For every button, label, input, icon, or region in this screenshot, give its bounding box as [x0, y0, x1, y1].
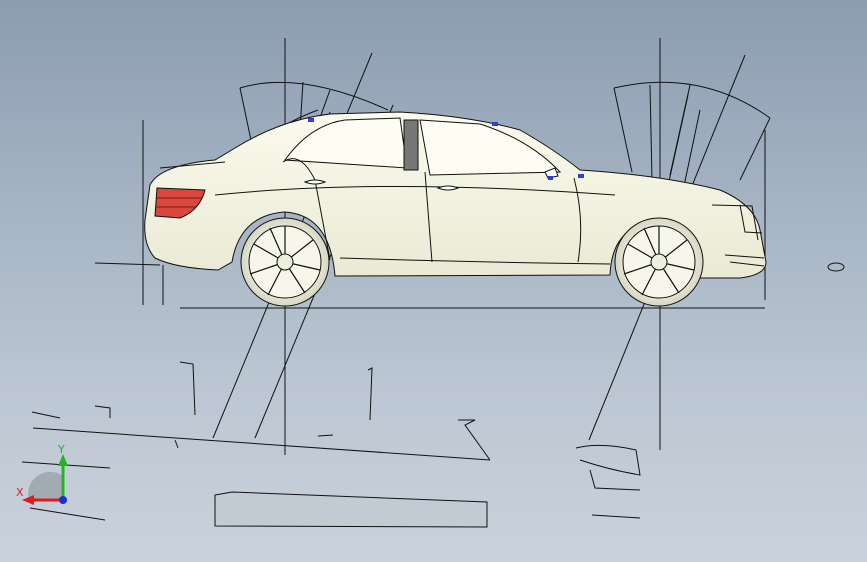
- coordinate-triad: [22, 454, 68, 505]
- rear-wheel: [240, 217, 330, 307]
- taillight: [154, 187, 206, 219]
- car-body: [144, 111, 767, 279]
- floor-slab: [214, 491, 488, 528]
- x-axis-label: X: [16, 486, 24, 499]
- y-axis-label: Y: [58, 443, 65, 456]
- front-wheel: [614, 217, 704, 307]
- stray-geometry: [21, 262, 845, 521]
